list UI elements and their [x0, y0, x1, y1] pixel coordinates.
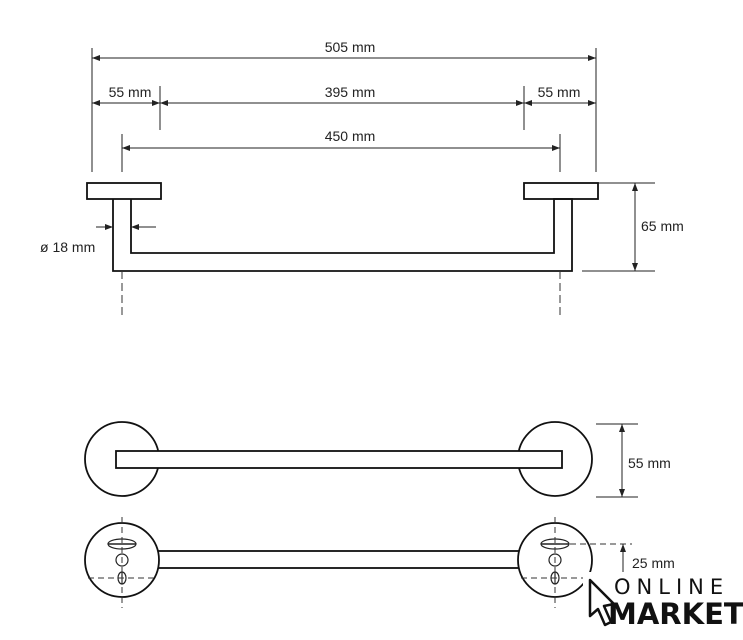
middle-span-label: 395 mm: [325, 84, 376, 100]
onlinemarket-logo: ONLINE MARKET: [583, 572, 743, 640]
dimension-lines-top: [91, 48, 655, 272]
logo-line-online: ONLINE: [614, 575, 729, 599]
overall-length-label: 505 mm: [325, 39, 376, 55]
towel-bar-elevation: [86, 182, 599, 272]
towel-bar-mounting-view: [84, 522, 593, 598]
left-margin-label: 55 mm: [109, 84, 152, 100]
cursor-icon: [588, 578, 616, 627]
depth-label: 55 mm: [628, 455, 671, 471]
towel-bar-plan: [84, 421, 593, 497]
dimension-arrows-top: [92, 55, 638, 271]
center-span-label: 450 mm: [325, 128, 376, 144]
dimension-arrows-depth: [619, 424, 625, 497]
tube-diameter-label: ø 18 mm: [40, 239, 95, 255]
right-margin-label: 55 mm: [538, 84, 581, 100]
mount-offset-label: 25 mm: [632, 555, 675, 571]
logo-line-market: MARKET: [608, 597, 743, 631]
center-lines-top: [121, 271, 561, 318]
dimension-lines-depth: [596, 423, 638, 498]
diameter-arrows: [105, 224, 139, 230]
dimension-arrows-mount: [620, 544, 626, 552]
height-label: 65 mm: [641, 218, 684, 234]
